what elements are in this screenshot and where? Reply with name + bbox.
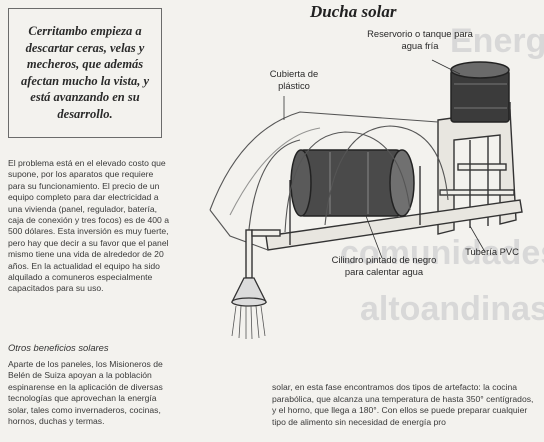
plastic-cover: [209, 111, 449, 251]
body-paragraph-1: El problema está en el elevado costo que…: [8, 158, 169, 294]
body-paragraph-2: Aparte de los paneles, los Misioneros de…: [8, 359, 163, 427]
label-cylinder: Cilindro pintado de negro para calentar …: [331, 254, 437, 277]
label-reservoir: Reservorio o tanque para agua fría: [367, 28, 473, 51]
ghost-text-line1: comunidades: [340, 234, 544, 272]
label-pipe: Tubería PVC: [465, 246, 519, 257]
pull-quote-text: Cerritambo empieza a descartar ceras, ve…: [20, 24, 150, 121]
figure-title: Ducha solar: [310, 2, 397, 21]
ghost-text-line2: altoandinas: [360, 290, 544, 328]
leader-lines: [283, 59, 486, 259]
water-tank: [450, 61, 510, 123]
section-subheading: Otros beneficios solares: [8, 342, 109, 353]
solar-shower-illustration: [209, 59, 523, 340]
pull-quote-box: Cerritambo empieza a descartar ceras, ve…: [8, 8, 162, 138]
black-cylinder: [290, 149, 415, 217]
body-paragraph-right: solar, en esta fase encontramos dos tipo…: [272, 382, 534, 427]
ghost-text-top: Energ: [450, 22, 544, 60]
shower-head: [230, 277, 268, 340]
label-cover: Cubierta de plástico: [269, 68, 319, 91]
